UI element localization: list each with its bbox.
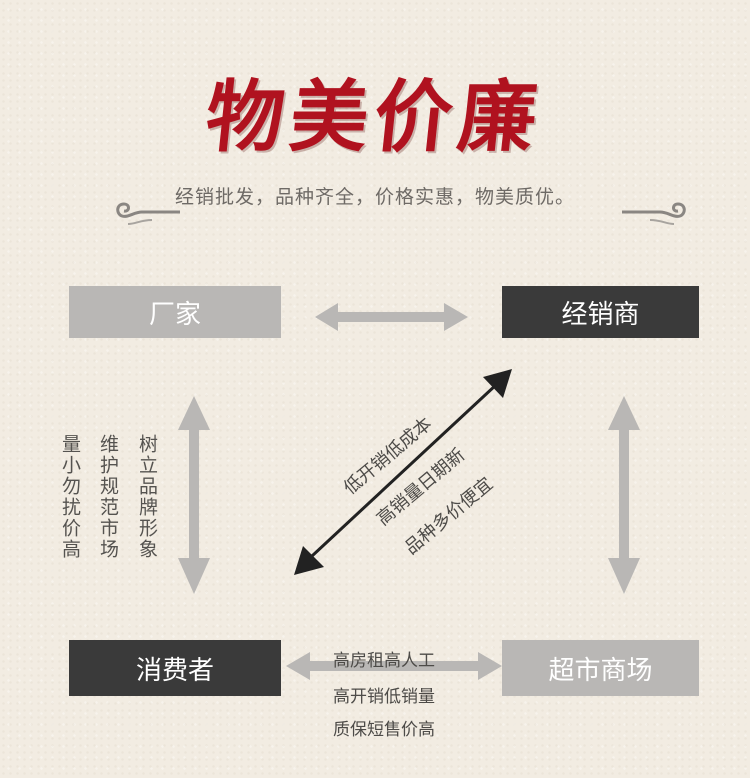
left-cloud-scroll-icon bbox=[116, 202, 180, 225]
left-vertical-arrow bbox=[178, 396, 210, 594]
manufacturer-label: 厂家 bbox=[148, 299, 201, 330]
bottom-horizontal-arrow bbox=[286, 652, 502, 680]
left-note-2: 维护规范市场 bbox=[97, 434, 119, 560]
supermarket-label: 超市商场 bbox=[548, 655, 653, 686]
manufacturer-node: 厂家 bbox=[69, 286, 281, 338]
distributor-label: 经销商 bbox=[561, 299, 640, 330]
bottom-note-1: 高房租高人工 bbox=[333, 651, 435, 671]
subtitle: 经销批发，品种齐全，价格实惠，物美质优。 bbox=[174, 186, 575, 208]
distributor-node: 经销商 bbox=[502, 286, 699, 338]
bottom-note-3: 质保短售价高 bbox=[333, 720, 435, 740]
consumer-node: 消费者 bbox=[69, 640, 281, 696]
top-horizontal-arrow bbox=[315, 303, 468, 331]
left-note-3: 树立品牌形象 bbox=[136, 434, 158, 560]
left-note-1: 量小勿扰价高 bbox=[59, 434, 81, 560]
right-cloud-scroll-icon bbox=[622, 202, 686, 225]
right-vertical-arrow bbox=[608, 396, 640, 594]
consumer-label: 消费者 bbox=[135, 655, 214, 686]
diagonal-arrow bbox=[294, 369, 512, 575]
supermarket-node: 超市商场 bbox=[502, 640, 699, 696]
bottom-note-2: 高开销低销量 bbox=[333, 687, 435, 707]
